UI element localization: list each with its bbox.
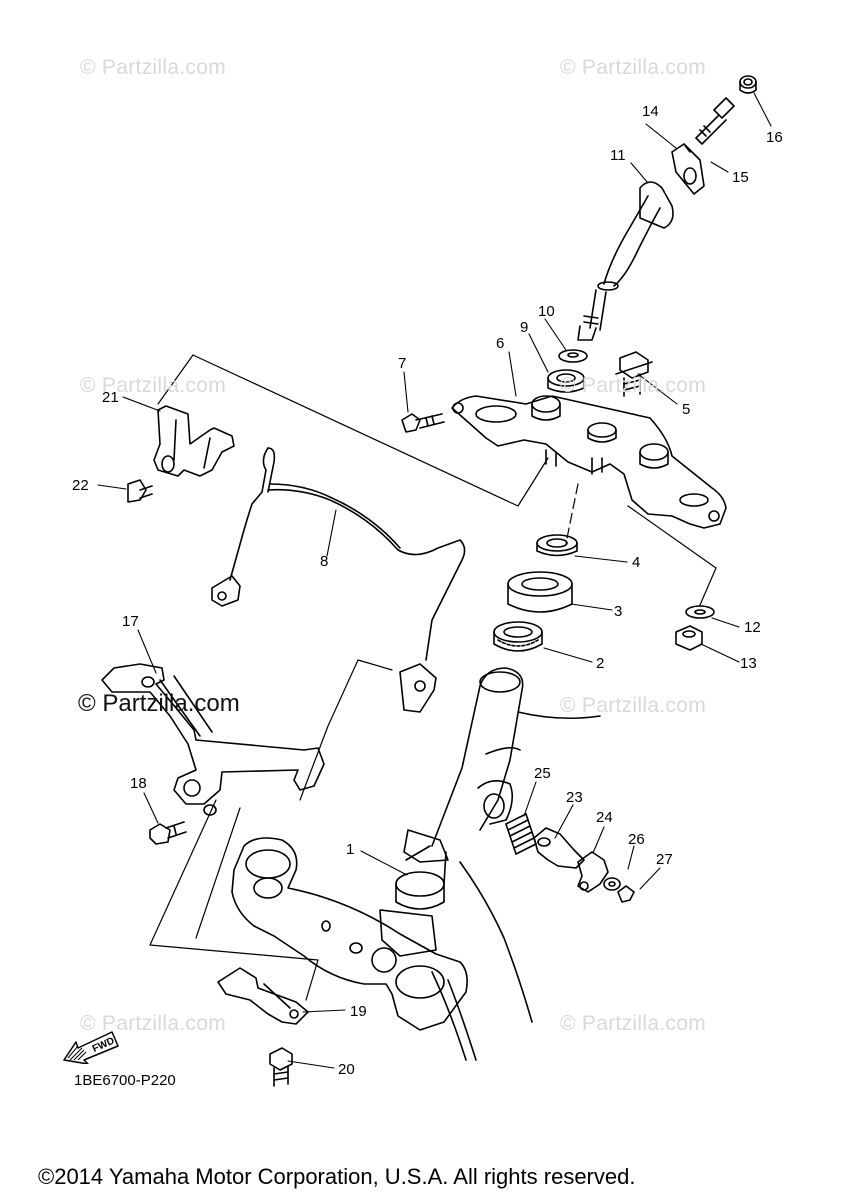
callout-13: 13: [740, 655, 757, 672]
callout-6: 6: [496, 335, 505, 352]
part-20-bolt: [269, 1047, 293, 1087]
part-2-bearing: [493, 621, 543, 652]
part-26-washer: [603, 877, 621, 891]
part-14-holder: [671, 143, 705, 195]
part-12-washer: [685, 605, 715, 619]
watermark: © Partzilla.com: [560, 694, 707, 717]
part-21-bracket: [153, 405, 235, 477]
fwd-arrow-icon: FWD: [63, 1031, 119, 1064]
callout-14: 14: [642, 103, 659, 120]
callout-16: 16: [766, 129, 783, 146]
part-23-switch: [533, 827, 585, 869]
watermark: © Partzilla.com: [80, 1012, 227, 1035]
part-17-bracket: [101, 663, 325, 816]
callout-10: 10: [538, 303, 555, 320]
watermark: © Partzilla.com: [560, 56, 707, 79]
part-11-stay: [577, 181, 674, 341]
part-18-bolt: [149, 821, 187, 845]
callout-22: 22: [72, 477, 89, 494]
callout-9: 9: [520, 319, 529, 336]
part-4-ring-nut: [536, 534, 578, 557]
callout-24: 24: [596, 809, 613, 826]
part-1-steering-stem: [231, 667, 601, 1061]
callout-7: 7: [398, 355, 407, 372]
copyright-text: ©2014 Yamaha Motor Corporation, U.S.A. A…: [38, 1164, 636, 1189]
watermark: © Partzilla.com: [560, 1012, 707, 1035]
callout-26: 26: [628, 831, 645, 848]
callout-8: 8: [320, 553, 329, 570]
callout-17: 17: [122, 613, 139, 630]
callout-19: 19: [350, 1003, 367, 1020]
watermark-main: © Partzilla.com: [78, 690, 240, 717]
part-3-cover: [507, 571, 573, 613]
assembly-lines: [149, 354, 717, 1001]
part-25-spring: [505, 813, 537, 855]
callout-20: 20: [338, 1061, 355, 1078]
callout-27: 27: [656, 851, 673, 868]
callout-23: 23: [566, 789, 583, 806]
callout-1: 1: [346, 841, 355, 858]
callout-11: 11: [610, 147, 626, 164]
part-10-washer: [558, 349, 588, 363]
callout-5: 5: [682, 401, 691, 418]
leader-lines: [97, 92, 772, 1069]
part-19-bracket: [217, 967, 309, 1025]
watermark: © Partzilla.com: [560, 374, 707, 397]
watermark: © Partzilla.com: [80, 56, 227, 79]
part-13-nut: [675, 625, 703, 651]
callout-25: 25: [534, 765, 551, 782]
callout-2: 2: [596, 655, 605, 672]
part-9-bushing: [547, 369, 585, 393]
callout-4: 4: [632, 554, 641, 571]
callout-15: 15: [732, 169, 749, 186]
callout-3: 3: [614, 603, 623, 620]
part-8-wire: [211, 447, 466, 713]
callout-12: 12: [744, 619, 761, 636]
part-6-upper-bracket: [451, 395, 727, 529]
diagram-code: 1BE6700-P220: [74, 1072, 176, 1089]
part-15-bolt: [695, 97, 735, 145]
part-27-screw: [617, 885, 635, 903]
part-16-nut: [739, 75, 757, 94]
part-7-bolt: [401, 413, 445, 433]
callout-21: 21: [102, 389, 119, 406]
part-22-screw: [127, 479, 153, 503]
callout-18: 18: [130, 775, 147, 792]
part-5-bolt: [615, 351, 653, 397]
part-24-plate: [577, 851, 609, 893]
watermark: © Partzilla.com: [80, 374, 227, 397]
